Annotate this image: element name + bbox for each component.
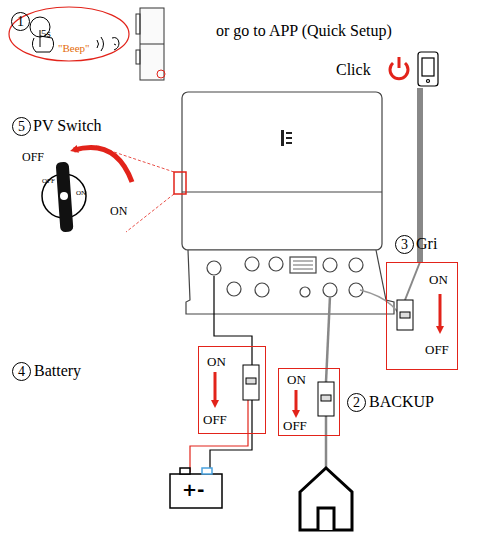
hand-icon xyxy=(30,17,54,52)
callout-number: 5 xyxy=(12,117,31,136)
callout-number: 3 xyxy=(395,235,414,254)
grid-breaker xyxy=(397,300,413,330)
instruction-text: Click xyxy=(336,61,371,79)
beep-text: "Beep" xyxy=(58,42,90,54)
switch-state: ON xyxy=(110,205,127,218)
state-text: ON xyxy=(287,373,306,387)
off-arrow xyxy=(295,390,298,414)
brand-logo xyxy=(281,130,292,146)
off-arrow xyxy=(439,294,442,330)
power-icon xyxy=(390,57,408,79)
phone-icon xyxy=(418,52,438,86)
pv-switch-knob xyxy=(42,162,86,233)
backup-breaker xyxy=(318,382,334,416)
callout-number: 1 xyxy=(11,12,30,31)
state-text: OFF xyxy=(425,343,449,357)
state-text: OFF xyxy=(203,413,227,427)
house-symbol xyxy=(300,468,352,530)
sound-waves xyxy=(97,37,119,51)
state-text: OFF xyxy=(283,419,307,433)
polarity-mark: +- xyxy=(182,480,205,500)
press-callout: 5s "Beep" xyxy=(8,6,130,62)
battery-breaker-box: ON OFF xyxy=(198,346,266,434)
duration-text: 5s xyxy=(41,27,51,39)
knob-marking: OFF xyxy=(42,178,55,186)
grid-breaker-box: ON OFF xyxy=(386,262,458,370)
grid-wiring xyxy=(360,88,420,330)
backup-breaker-box: ON OFF xyxy=(278,368,340,436)
off-arrow xyxy=(214,372,217,404)
battery-symbol xyxy=(170,468,222,508)
state-text: ON xyxy=(429,273,448,287)
state-text: ON xyxy=(207,355,226,369)
leader-lines xyxy=(96,146,174,232)
part-name: Battery xyxy=(34,362,81,380)
battery-breaker xyxy=(243,365,259,400)
callout-number: 2 xyxy=(347,393,366,412)
knob-marking: ON xyxy=(76,190,86,198)
part-name: BACKUP xyxy=(369,393,434,411)
callout-number: 4 xyxy=(12,362,31,381)
switch-state: OFF xyxy=(22,151,44,164)
switch-marker xyxy=(174,172,186,194)
ellipse-outline xyxy=(9,7,129,61)
instruction-text: or go to APP (Quick Setup) xyxy=(216,22,392,40)
part-name: Gri xyxy=(416,235,437,253)
inverter-side-view xyxy=(136,8,165,80)
part-name: PV Switch xyxy=(33,117,102,135)
turn-arrow xyxy=(74,147,132,182)
